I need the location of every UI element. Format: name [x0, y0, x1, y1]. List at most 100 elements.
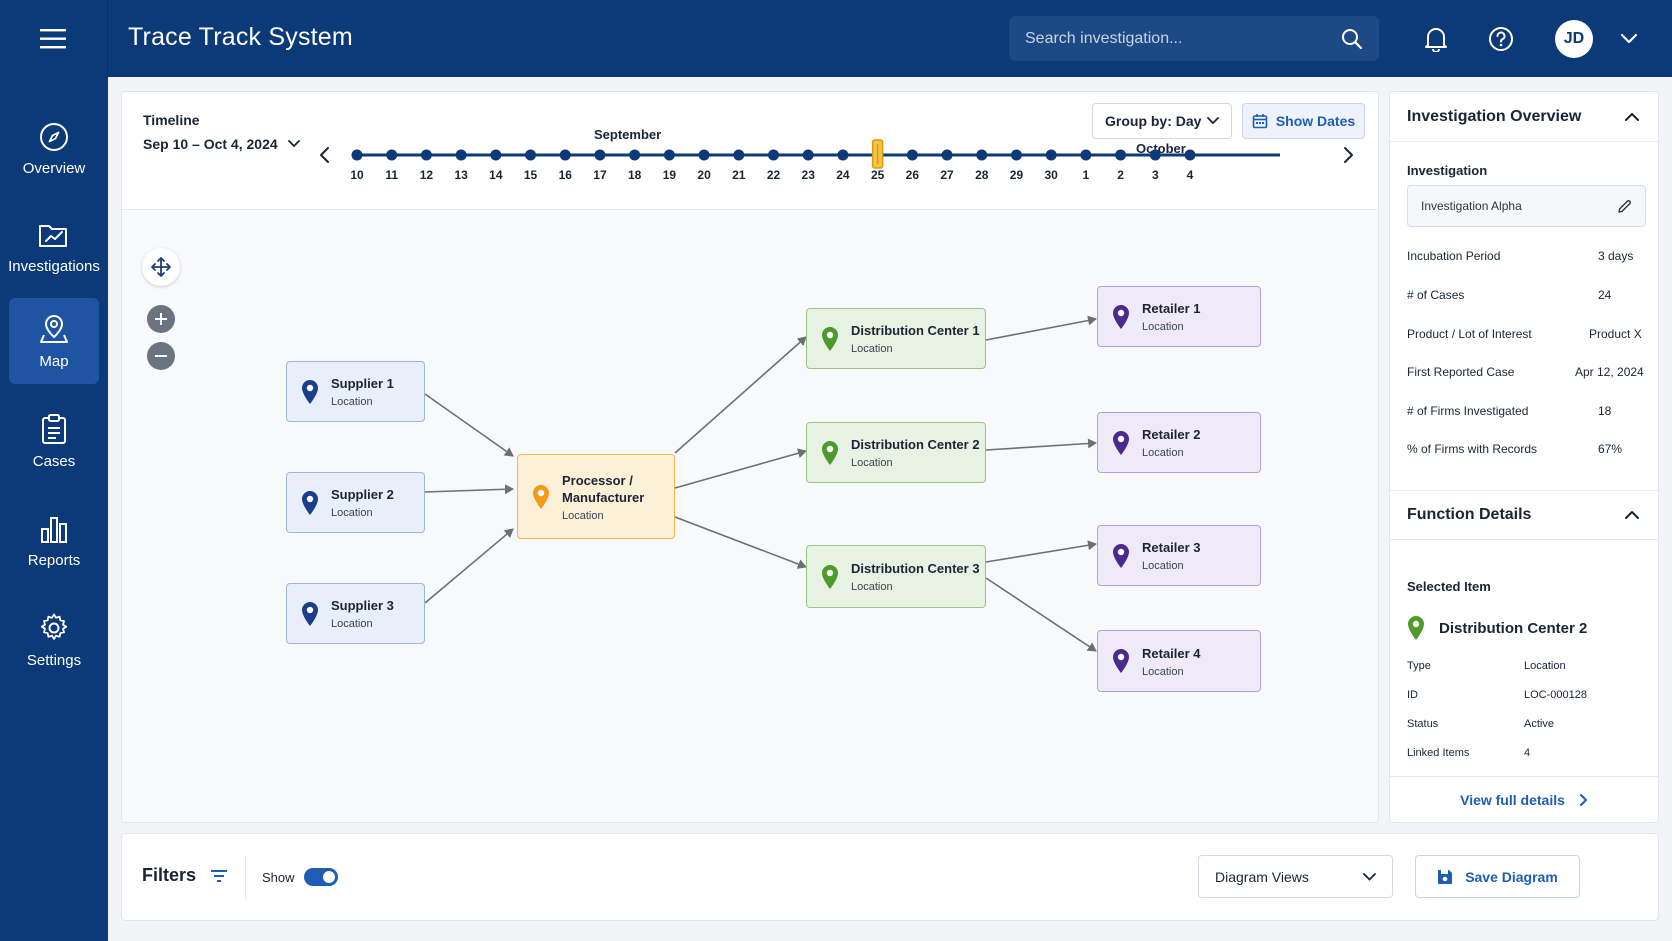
timeline-day-dot[interactable]	[976, 149, 988, 161]
chevron-down-icon	[1620, 33, 1638, 44]
timeline-day-dot[interactable]	[1080, 149, 1092, 161]
timeline-day-dot[interactable]	[663, 149, 675, 161]
node-name: Supplier 3	[331, 598, 394, 613]
sidebar-item-map[interactable]: Map	[9, 298, 99, 384]
timeline-day-dot[interactable]	[559, 149, 571, 161]
diagram-views-select[interactable]: Diagram Views	[1198, 855, 1393, 898]
edge-processor-dc2	[674, 448, 807, 489]
sidebar: Overview Investigations Map Cases Report…	[0, 77, 108, 941]
timeline-day-dot[interactable]	[733, 149, 745, 161]
pan-button[interactable]	[142, 248, 180, 286]
search-icon[interactable]	[1341, 28, 1363, 50]
view-full-details-link[interactable]: View full details	[1390, 776, 1658, 822]
timeline-day-dot[interactable]	[455, 149, 467, 161]
menu-button[interactable]	[0, 0, 108, 77]
search-box[interactable]	[1009, 16, 1379, 61]
timeline-day-dot[interactable]	[1184, 149, 1196, 161]
help-button[interactable]	[1484, 22, 1518, 56]
timeline-day-dot[interactable]	[525, 149, 537, 161]
timeline-day-label: 3	[1152, 168, 1159, 182]
group-by-select[interactable]: Group by: Day	[1092, 103, 1232, 139]
sidebar-item-investigations[interactable]: Investigations	[8, 204, 100, 290]
chevron-up-icon[interactable]	[1624, 112, 1640, 122]
timeline-day-dot[interactable]	[386, 149, 398, 161]
save-icon	[1438, 869, 1453, 884]
timeline-day-dot[interactable]	[698, 149, 710, 161]
user-menu-button[interactable]	[1612, 22, 1646, 56]
location-pin-icon	[822, 564, 838, 589]
show-dates-label: Show Dates	[1275, 113, 1356, 129]
node-retailer-1[interactable]: Retailer 1 Location	[1097, 286, 1261, 347]
edge-supplier1-processor	[424, 393, 514, 457]
function-details-header[interactable]: Function Details	[1390, 490, 1658, 540]
timeline-day-dot[interactable]	[1010, 149, 1022, 161]
help-circle-icon	[1489, 27, 1513, 51]
timeline-day-dot[interactable]	[490, 149, 502, 161]
timeline-day-dot[interactable]	[420, 149, 432, 161]
zoom-out-button[interactable]	[147, 342, 175, 370]
timeline-day-dot[interactable]	[768, 149, 779, 161]
timeline-day-label: 21	[732, 168, 746, 182]
timeline-day-dot[interactable]	[351, 149, 363, 161]
timeline-day-label: 15	[524, 168, 538, 182]
timeline-day-dot[interactable]	[802, 149, 814, 161]
show-toggle[interactable]	[304, 868, 338, 886]
sidebar-item-reports[interactable]: Reports	[9, 498, 99, 584]
timeline-day-dot[interactable]	[906, 149, 918, 161]
sidebar-item-settings[interactable]: Settings	[9, 597, 99, 683]
location-pin-icon	[822, 440, 838, 465]
node-type: Location	[1142, 447, 1184, 459]
timeline-day-dot[interactable]	[1045, 149, 1057, 161]
sidebar-item-label: Settings	[26, 651, 82, 669]
save-diagram-label: Save Diagram	[1465, 868, 1558, 885]
location-pin-icon	[822, 326, 838, 351]
notifications-button[interactable]	[1419, 22, 1453, 56]
node-type: Location	[1142, 321, 1184, 333]
timeline-day-dot[interactable]	[594, 149, 606, 161]
sidebar-item-label: Cases	[32, 452, 76, 470]
timeline-day-dot[interactable]	[1115, 149, 1127, 161]
save-diagram-button[interactable]: Save Diagram	[1415, 855, 1580, 898]
timeline-day-dot[interactable]	[941, 149, 953, 161]
timeline-day-dot[interactable]	[1149, 149, 1161, 161]
chevron-up-icon[interactable]	[1624, 510, 1640, 520]
date-range-select[interactable]: Sep 10 – Oct 4, 2024	[143, 136, 300, 152]
edge-processor-dc1	[674, 336, 807, 454]
node-type: Location	[1142, 665, 1184, 678]
user-avatar[interactable]: JD	[1555, 20, 1593, 58]
show-dates-button[interactable]: Show Dates	[1242, 103, 1365, 139]
diagram-edges	[424, 315, 1097, 652]
timeline-day-dot[interactable]	[837, 149, 849, 161]
timeline-prev-button[interactable]	[320, 147, 329, 163]
timeline-next-button[interactable]	[1344, 147, 1353, 163]
pencil-icon[interactable]	[1617, 199, 1632, 214]
sidebar-item-cases[interactable]: Cases	[9, 398, 99, 484]
investigation-field[interactable]: Investigation Alpha	[1407, 185, 1646, 227]
timeline-day-label: 30	[1044, 168, 1058, 182]
search-input[interactable]	[1025, 29, 1341, 48]
sidebar-item-overview[interactable]: Overview	[9, 106, 99, 192]
sidebar-item-label: Reports	[27, 551, 81, 569]
node-name: Retailer 1	[1142, 301, 1201, 316]
chevron-down-icon	[1363, 872, 1376, 881]
zoom-in-button[interactable]	[147, 305, 175, 333]
timeline-day-dot[interactable]	[629, 149, 641, 161]
filters-button[interactable]: Filters	[142, 865, 228, 886]
node-name: Distribution Center 2	[851, 437, 980, 452]
overview-header[interactable]: Investigation Overview	[1390, 92, 1658, 142]
timeline-day-label: 12	[420, 168, 434, 182]
